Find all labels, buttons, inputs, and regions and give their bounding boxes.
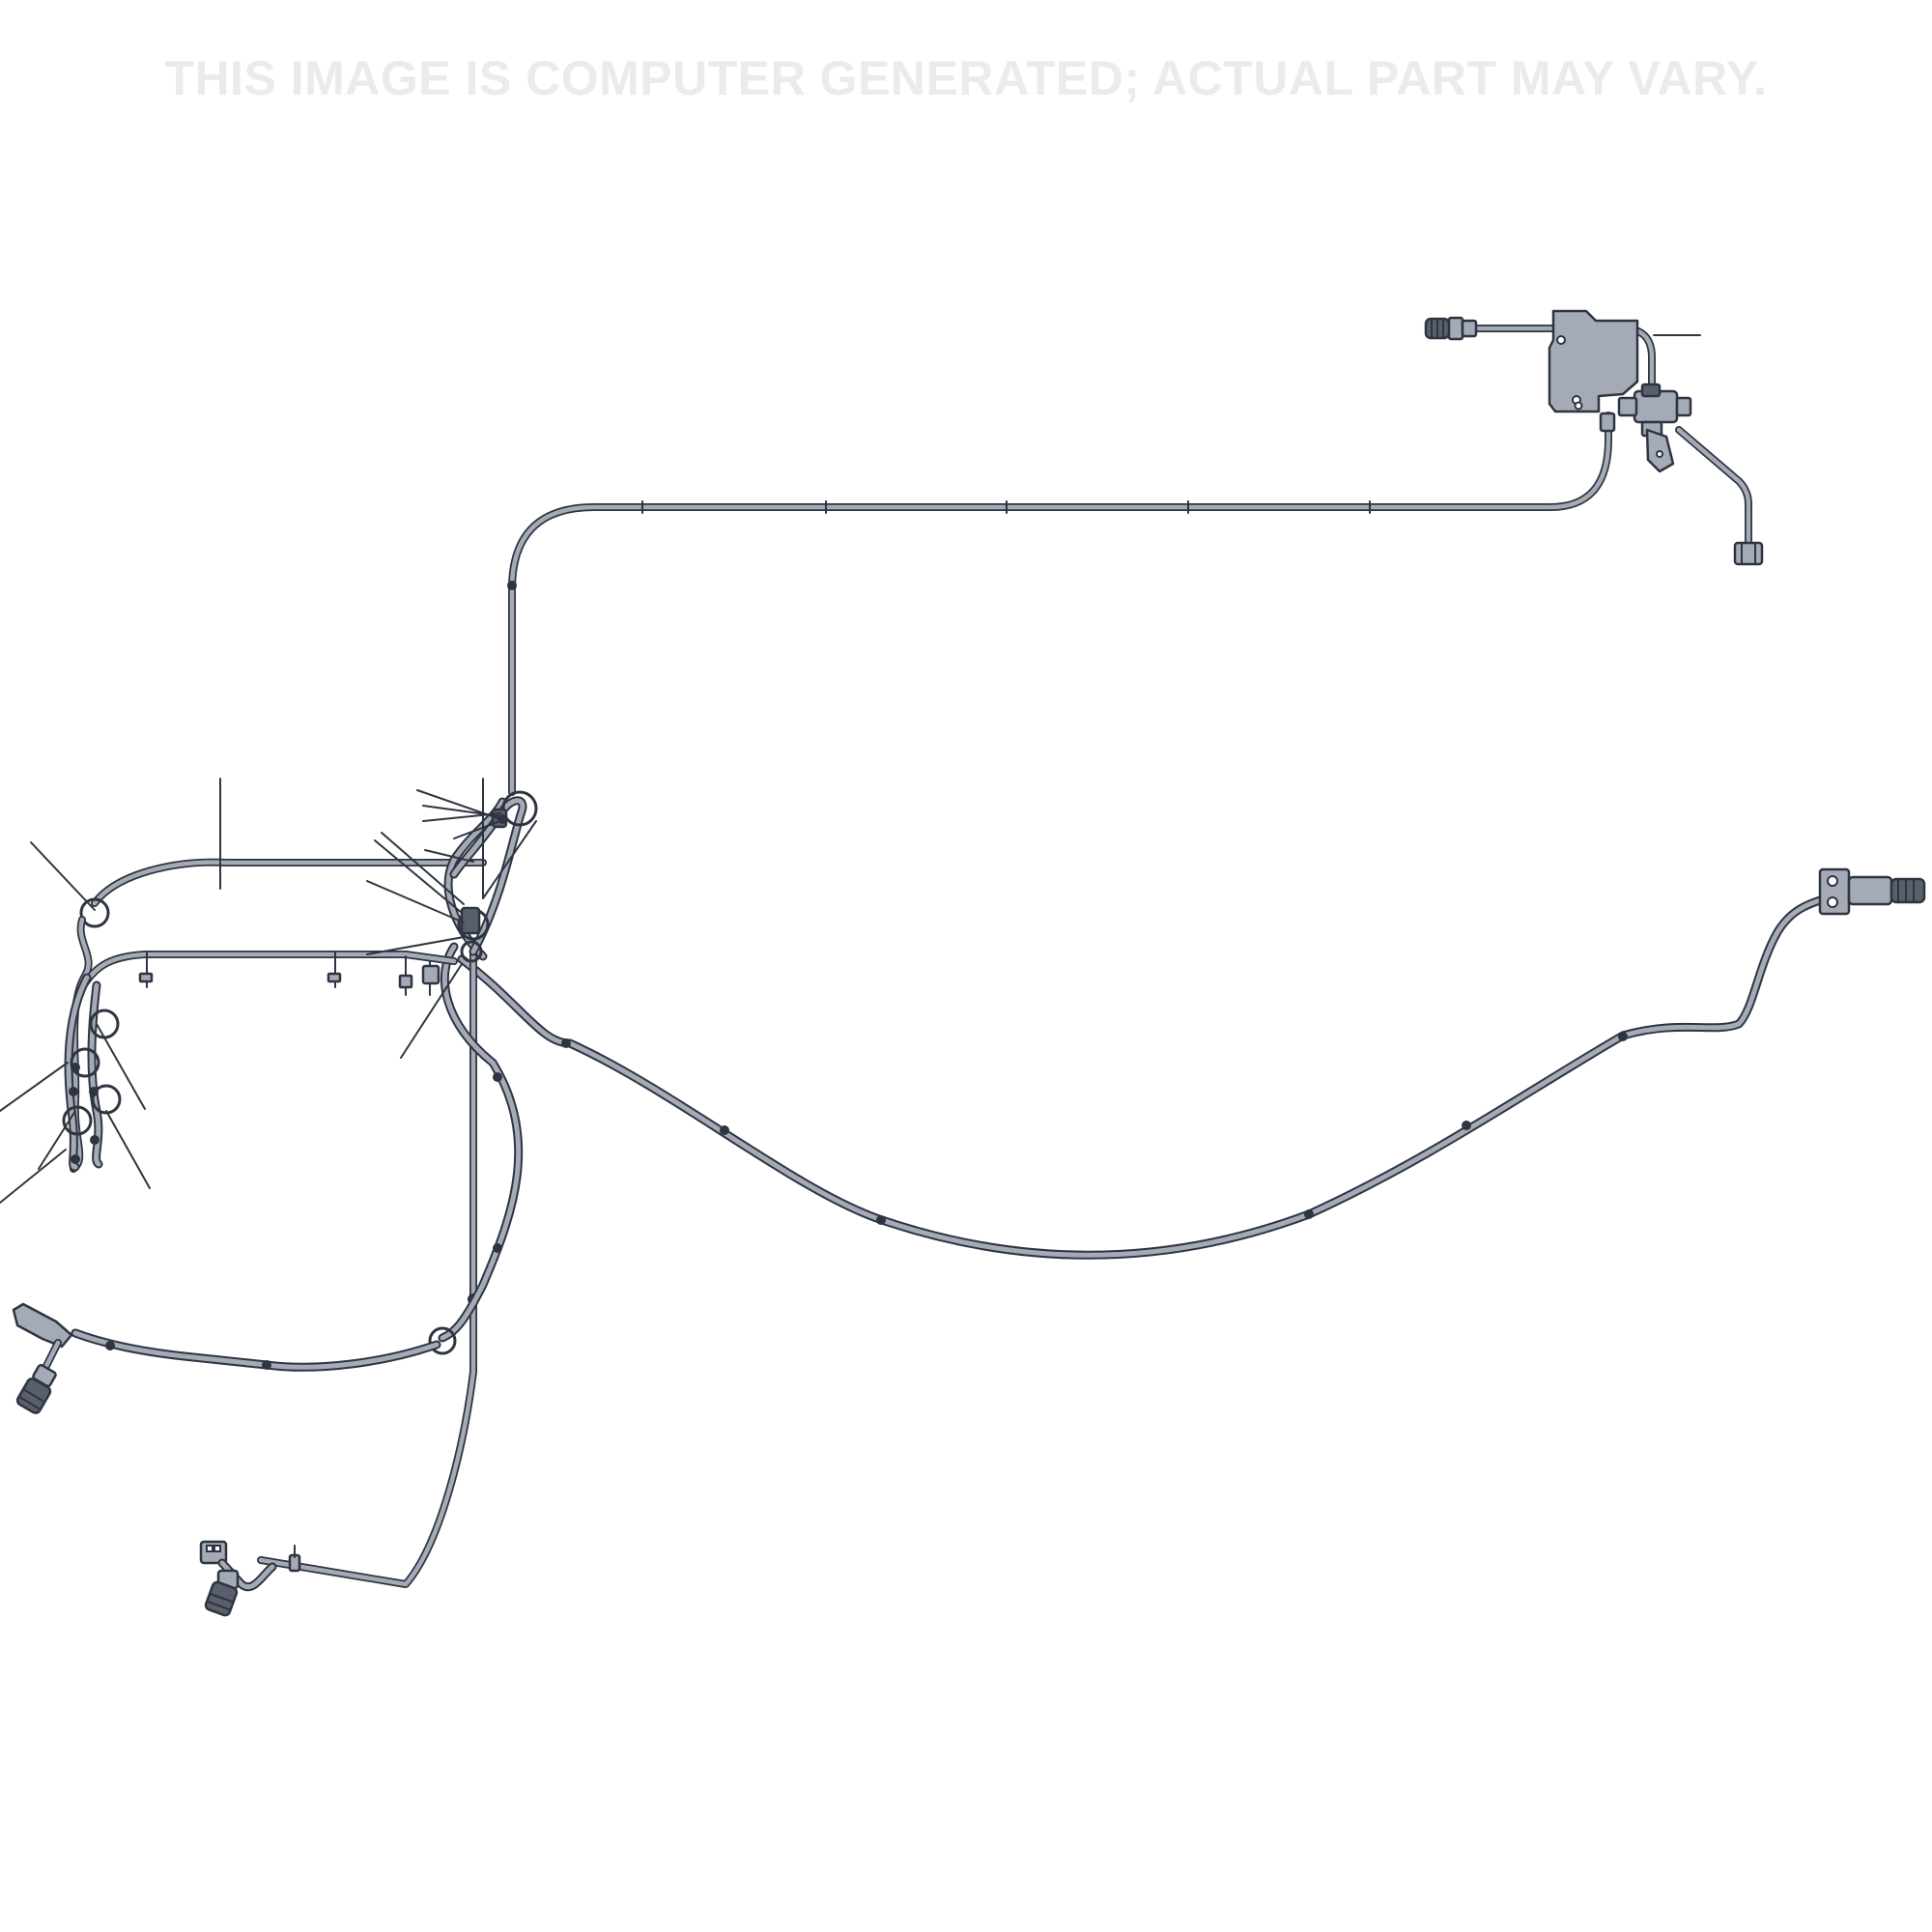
- bracket-valve-icon: [1424, 309, 1764, 566]
- left-bundle: [0, 841, 151, 1204]
- vertical-lower-tube: [257, 948, 479, 1588]
- connector-icon: [1818, 867, 1926, 916]
- junction-cluster: [366, 778, 538, 1059]
- long-lower-hose: [457, 894, 1831, 1260]
- lower-left-hose: [71, 1328, 441, 1372]
- mid-arc-hose: [428, 942, 524, 1355]
- upper-left-harness: [70, 778, 487, 1173]
- main-upper-tube: [507, 412, 1612, 796]
- connector-icon: [12, 1302, 73, 1414]
- middle-left-tube: [81, 951, 458, 996]
- connector-icon: [199, 1540, 301, 1617]
- disclaimer-text: THIS IMAGE IS COMPUTER GENERATED; ACTUAL…: [164, 51, 1768, 105]
